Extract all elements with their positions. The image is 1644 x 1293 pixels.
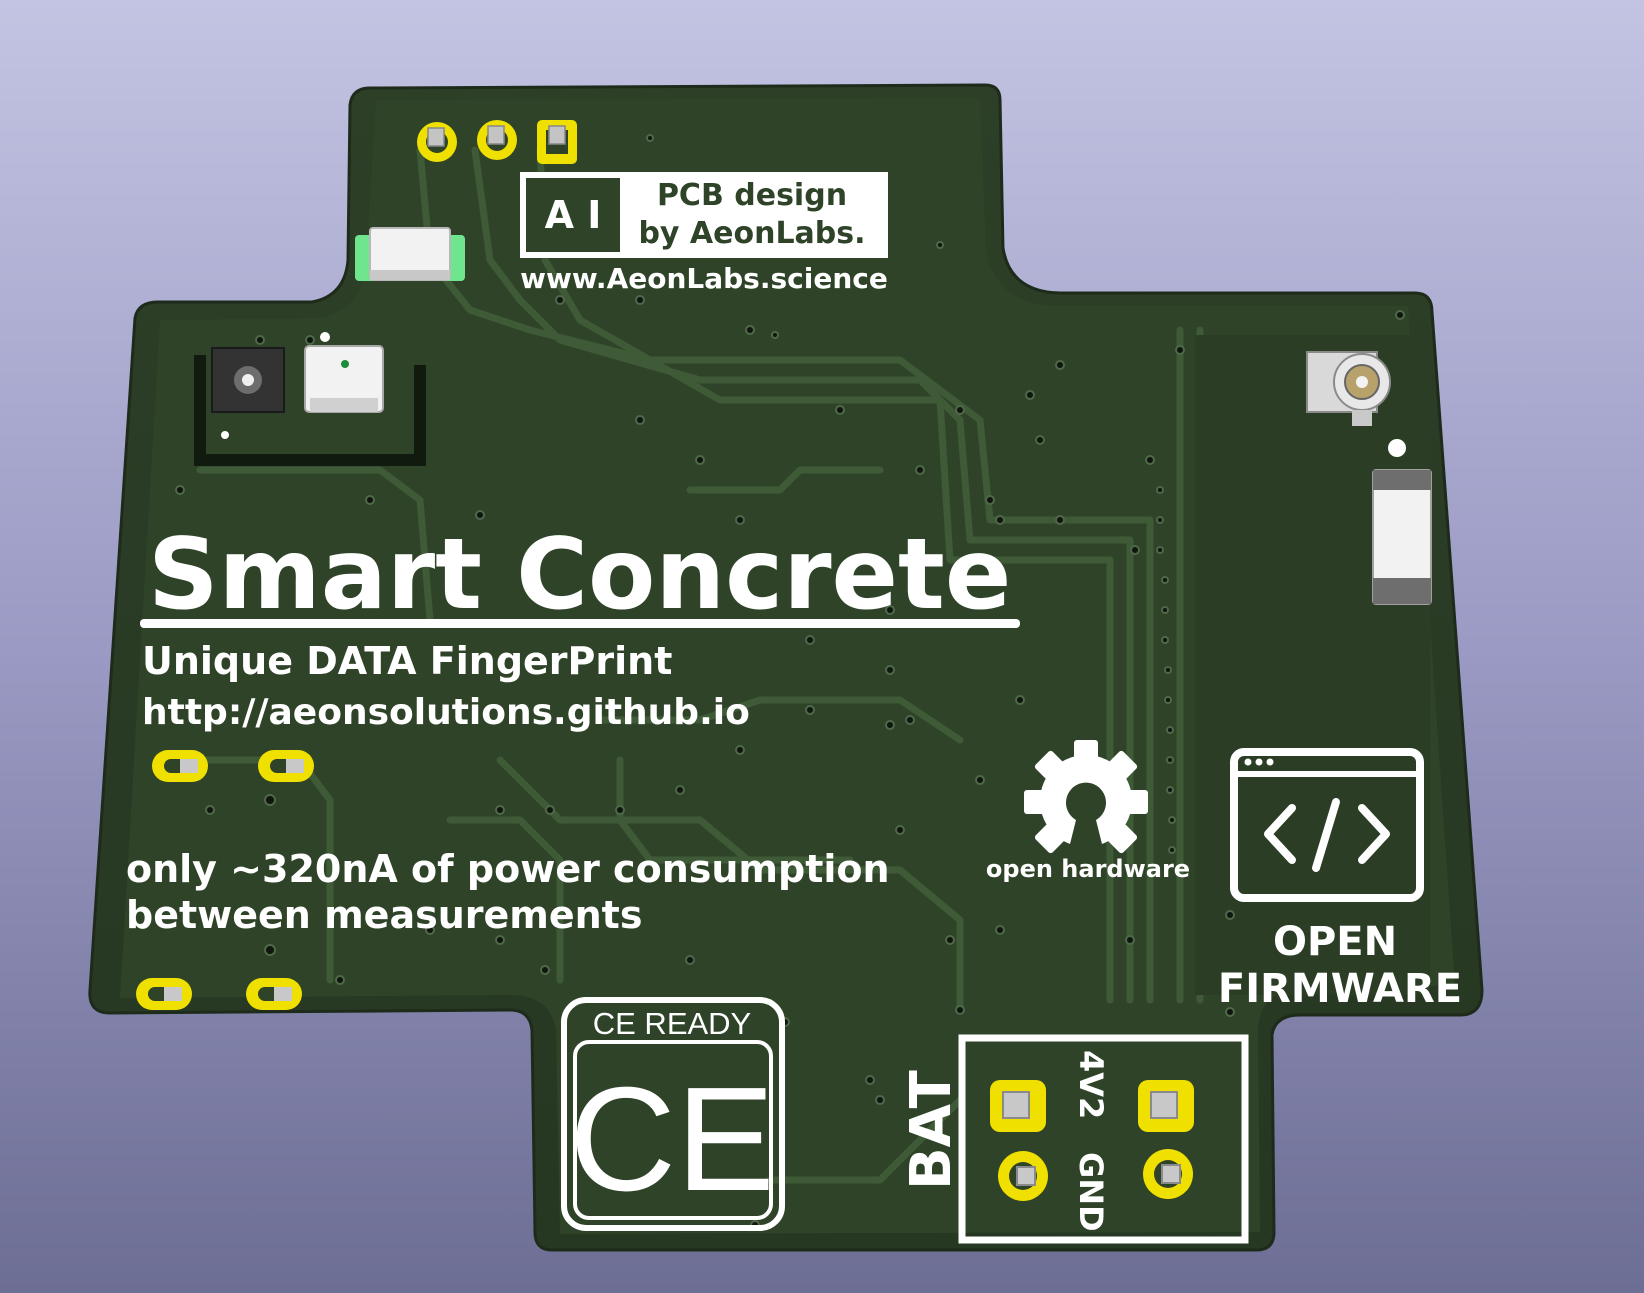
- oval-pads: [136, 750, 314, 1010]
- open-firmware-line2: FIRMWARE: [1218, 966, 1462, 1012]
- logo-line1: PCB design: [657, 178, 847, 213]
- smd-component-right: [1372, 469, 1432, 605]
- antenna-connector: [1306, 351, 1406, 457]
- battery-plus-label: 4V2: [1072, 1050, 1110, 1119]
- logo-mark: A I: [545, 193, 602, 237]
- board-title: Smart Concrete: [148, 518, 1011, 632]
- logo-website: www.AeonLabs.science: [520, 262, 888, 295]
- ce-ready-label: CE READY: [593, 1006, 751, 1041]
- open-firmware-window-icon: [1230, 748, 1424, 902]
- copper-traces: [166, 146, 1204, 1184]
- aeonlabs-logo: A I PCB design by AeonLabs. www.AeonLabs…: [520, 172, 888, 295]
- vias: [175, 134, 1405, 1230]
- battery-minus-label: GND: [1072, 1152, 1110, 1232]
- pcb-board: [88, 83, 1484, 1252]
- open-hardware-label: open hardware: [986, 855, 1190, 883]
- led-component: [355, 227, 465, 281]
- board-subtitle: Unique DATA FingerPrint: [142, 639, 672, 683]
- battery-label: BAT: [899, 1070, 964, 1190]
- board-url: http://aeonsolutions.github.io: [142, 692, 750, 733]
- open-hardware-gear-icon: [1024, 740, 1148, 854]
- power-line2: between measurements: [126, 893, 642, 937]
- ce-ready-badge: CE READY CE: [561, 997, 785, 1231]
- logo-line2: by AeonLabs.: [638, 216, 865, 251]
- sensor-cluster: [194, 332, 426, 466]
- title-underline: [140, 619, 1020, 628]
- ce-mark: CE: [569, 1057, 775, 1222]
- open-firmware-line1: OPEN: [1273, 919, 1397, 965]
- top-pin-header: [417, 120, 577, 164]
- battery-connector: [958, 1034, 1249, 1244]
- power-line1: only ~320nA of power consumption: [126, 847, 890, 891]
